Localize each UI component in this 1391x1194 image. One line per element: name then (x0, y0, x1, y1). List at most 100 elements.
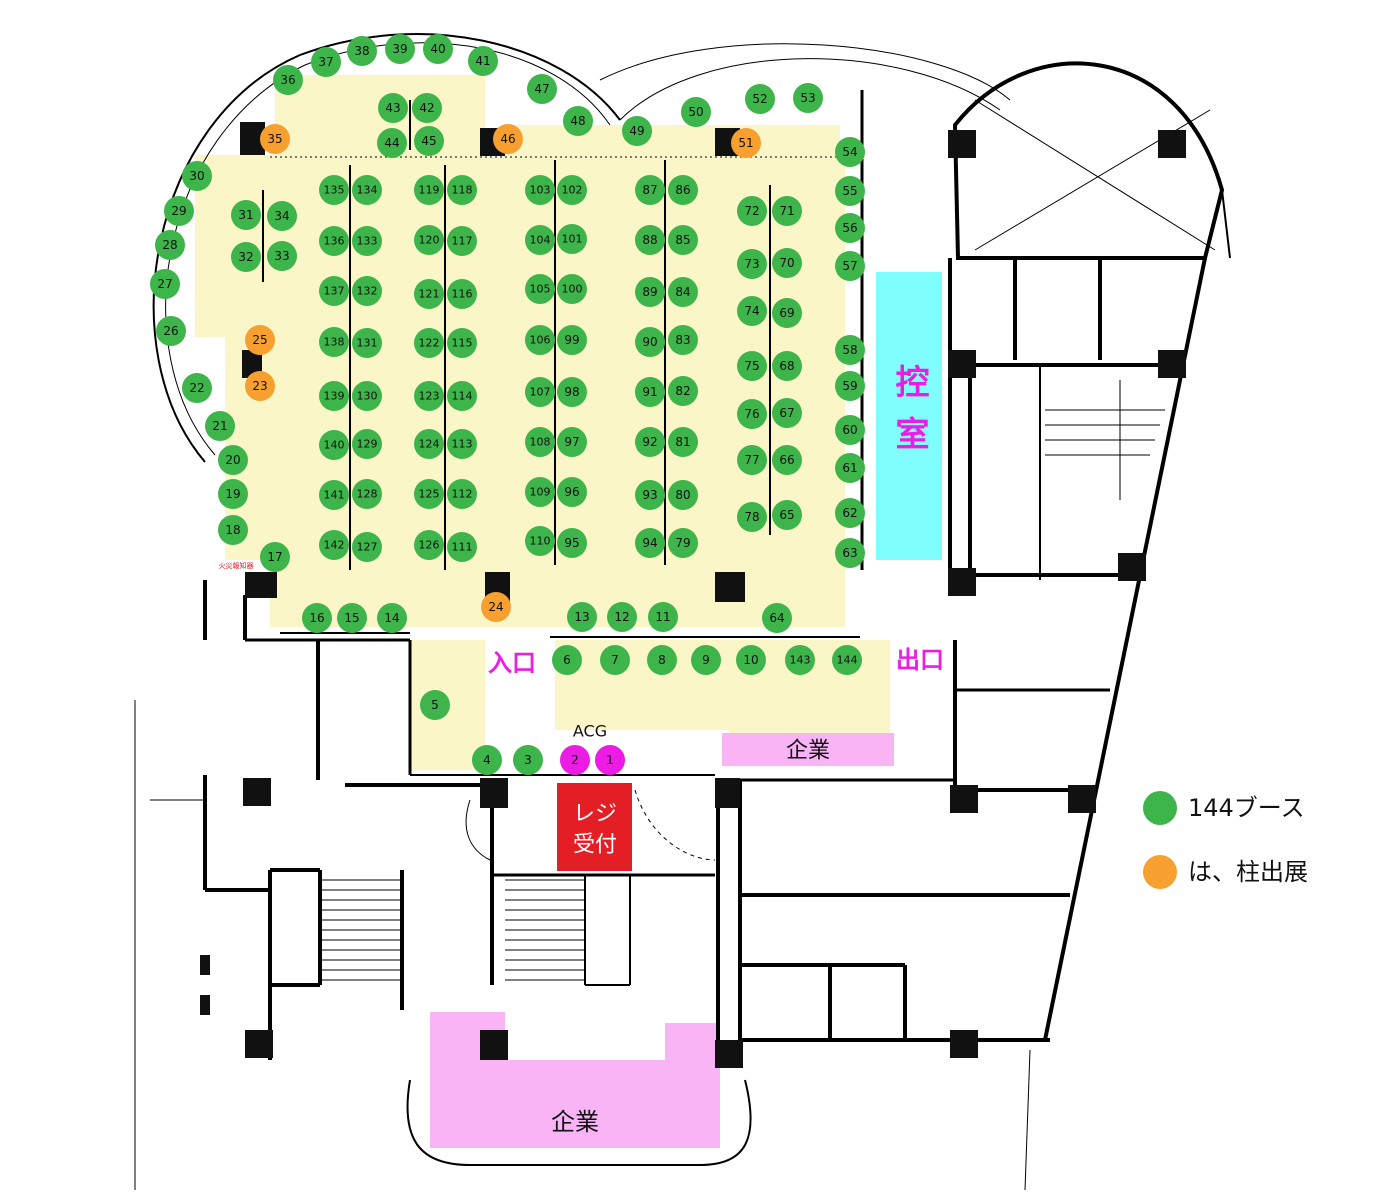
booth-marker (414, 381, 444, 411)
booth-marker (668, 480, 698, 510)
booth-marker (635, 327, 665, 357)
booth-marker (635, 377, 665, 407)
booth-76: 76 (737, 399, 767, 429)
booth-33: 33 (267, 241, 297, 271)
booth-number: 7 (611, 653, 619, 667)
booth-34: 34 (267, 201, 297, 231)
booth-number: 92 (642, 435, 657, 449)
booth-45: 45 (414, 126, 444, 156)
booth-marker (525, 427, 555, 457)
booth-marker (835, 137, 865, 167)
booth-marker (319, 530, 349, 560)
booth-marker (447, 175, 477, 205)
company-label-lower: 企業 (551, 1108, 599, 1136)
booth-98: 98 (557, 377, 587, 407)
booth-75: 75 (737, 351, 767, 381)
booth-marker (352, 175, 382, 205)
booth-marker (319, 276, 349, 306)
booth-number: 65 (779, 508, 794, 522)
booth-number: 88 (642, 233, 657, 247)
booth-9: 9 (691, 645, 721, 675)
booth-marker (563, 106, 593, 136)
booth-number: 48 (570, 114, 585, 128)
booth-number: 79 (675, 536, 690, 550)
booth-number: 98 (564, 385, 579, 399)
booth-95: 95 (557, 528, 587, 558)
booth-number: 136 (324, 235, 345, 248)
booth-number: 55 (842, 184, 857, 198)
booth-marker (635, 175, 665, 205)
booth-marker (414, 479, 444, 509)
booth-marker (525, 325, 555, 355)
booth-number: 25 (252, 333, 267, 347)
booth-number: 108 (530, 436, 551, 449)
booth-28: 28 (155, 230, 185, 260)
booth-number: 40 (430, 42, 445, 56)
booth-marker (420, 690, 450, 720)
company-label-upper: 企業 (786, 739, 830, 764)
booth-marker (557, 224, 587, 254)
booth-marker (668, 175, 698, 205)
booth-marker (832, 645, 862, 675)
booth-number: 32 (238, 250, 253, 264)
booth-27: 27 (150, 269, 180, 299)
booth-38: 38 (347, 36, 377, 66)
booth-number: 6 (563, 653, 571, 667)
booth-37: 37 (311, 47, 341, 77)
booth-number: 12 (614, 610, 629, 624)
booth-marker (772, 398, 802, 428)
booth-number: 38 (354, 44, 369, 58)
booth-110: 110 (525, 526, 555, 556)
booth-55: 55 (835, 176, 865, 206)
booth-57: 57 (835, 251, 865, 281)
booth-67: 67 (772, 398, 802, 428)
booth-number: 36 (280, 73, 295, 87)
booth-marker (772, 500, 802, 530)
booth-number: 109 (530, 486, 551, 499)
booth-number: 73 (744, 257, 759, 271)
booth-42: 42 (412, 93, 442, 123)
booth-50: 50 (681, 97, 711, 127)
booth-marker (352, 226, 382, 256)
booth-71: 71 (772, 196, 802, 226)
booth-74: 74 (737, 296, 767, 326)
booth-61: 61 (835, 453, 865, 483)
booth-number: 54 (842, 145, 857, 159)
booth-marker (273, 65, 303, 95)
register-label: レジ (573, 802, 617, 827)
booth-number: 4 (483, 753, 491, 767)
booth-number: 9 (702, 653, 710, 667)
booth-number: 100 (562, 283, 583, 296)
booth-81: 81 (668, 427, 698, 457)
booth-number: 129 (357, 438, 378, 451)
booth-140: 140 (319, 430, 349, 460)
booth-number: 49 (629, 124, 644, 138)
booth-marker (567, 602, 597, 632)
booth-56: 56 (835, 213, 865, 243)
booth-marker (481, 592, 511, 622)
booth-marker (156, 316, 186, 346)
booth-marker (552, 645, 582, 675)
booth-53: 53 (793, 83, 823, 113)
booth-marker (681, 97, 711, 127)
booth-marker (319, 327, 349, 357)
booth-18: 18 (218, 515, 248, 545)
booth-marker (622, 116, 652, 146)
booth-number: 66 (779, 453, 794, 467)
booth-number: 95 (564, 536, 579, 550)
booth-marker (772, 445, 802, 475)
booth-64: 64 (762, 603, 792, 633)
legend: 144ブース は、柱出展 (1143, 791, 1308, 889)
booth-83: 83 (668, 325, 698, 355)
booth-marker (607, 602, 637, 632)
legend-pillar-swatch (1143, 855, 1177, 889)
booth-number: 42 (419, 101, 434, 115)
booth-number: 43 (385, 101, 400, 115)
booth-number: 113 (452, 438, 473, 451)
booth-62: 62 (835, 498, 865, 528)
booth-number: 128 (357, 488, 378, 501)
booth-112: 112 (447, 479, 477, 509)
booth-number: 11 (655, 610, 670, 624)
booth-number: 10 (743, 653, 758, 667)
booth-30: 30 (182, 161, 212, 191)
